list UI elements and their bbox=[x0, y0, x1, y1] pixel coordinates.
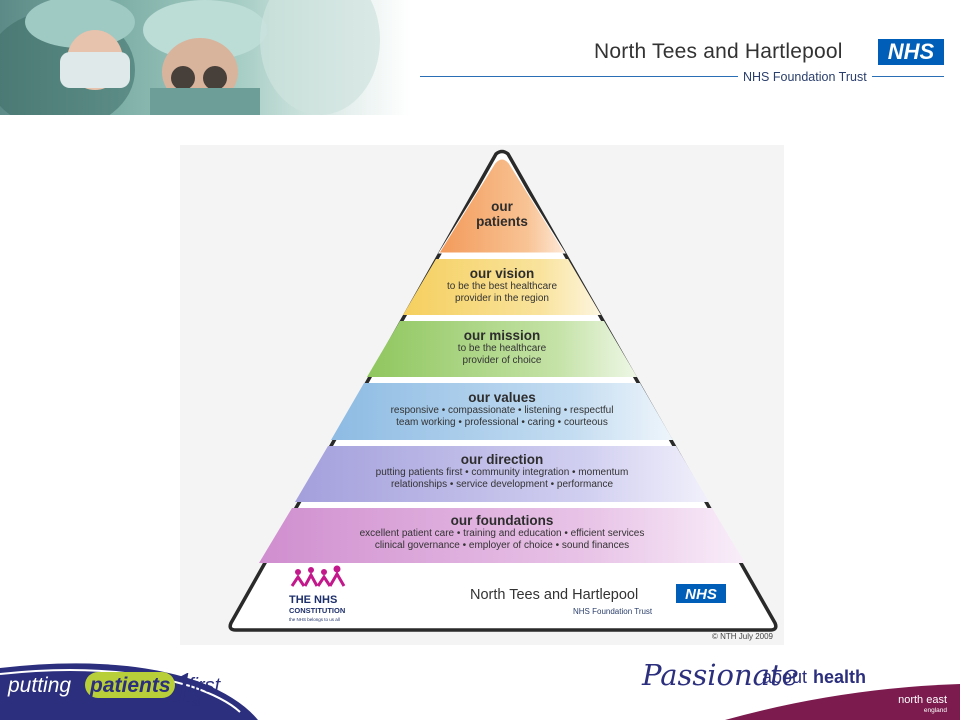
slogan-patients-pill bbox=[85, 672, 175, 698]
trust-name: North Tees and Hartlepool bbox=[594, 40, 843, 63]
slogan-putting: putting bbox=[7, 674, 71, 697]
tier-direction-title: our direction bbox=[460, 452, 544, 467]
tier-patients: our patients bbox=[452, 199, 552, 229]
tier-vision-shape bbox=[403, 259, 601, 315]
tier-mission-title: our mission bbox=[463, 328, 541, 343]
passionate-about: about bbox=[762, 667, 807, 687]
surgeons-photo bbox=[0, 0, 410, 115]
header-divider bbox=[420, 76, 944, 77]
pyramid-diagram: THE NHS CONSTITUTION the NHS belongs to … bbox=[180, 145, 784, 645]
base-nhs-logo-box bbox=[676, 584, 726, 603]
tier-mission-line2: provider of choice bbox=[462, 355, 542, 366]
tier-values-line1: responsive • compassionate • listening •… bbox=[390, 405, 614, 416]
tier-vision-line2: provider in the region bbox=[455, 293, 549, 304]
copyright-note: © NTH July 2009 bbox=[712, 632, 774, 641]
tier-direction-shape bbox=[295, 446, 709, 502]
passionate-script: Passionate bbox=[641, 658, 799, 692]
header-banner: North Tees and Hartlepool NHS NHS Founda… bbox=[0, 0, 960, 115]
tier-patients-shape bbox=[438, 158, 566, 254]
tier-patients-title-line2: patients bbox=[476, 214, 528, 229]
slogan-st: st bbox=[192, 697, 202, 709]
base-trust-name: North Tees and Hartlepool bbox=[470, 587, 638, 603]
tier-direction: our direction putting patients first • c… bbox=[297, 452, 707, 491]
trust-subtitle: NHS Foundation Trust bbox=[738, 70, 872, 84]
tier-mission-shape bbox=[367, 321, 637, 377]
tier-foundations-line2: clinical governance • employer of choice… bbox=[374, 540, 630, 551]
tier-direction-line1: putting patients first • community integ… bbox=[375, 467, 629, 478]
tier-values-line2: team working • professional • caring • c… bbox=[396, 417, 608, 428]
region-north-east: north east bbox=[898, 694, 947, 706]
tier-foundations-line1: excellent patient care • training and ed… bbox=[359, 528, 645, 539]
constitution-tagline: the NHS belongs to us all bbox=[289, 617, 340, 622]
tier-mission: our mission to be the healthcare provide… bbox=[367, 328, 637, 367]
region-swoosh bbox=[725, 684, 960, 720]
slogan-number-one: 1 bbox=[172, 663, 194, 712]
tier-values-title: our values bbox=[468, 390, 536, 405]
tier-direction-line2: relationships • service development • pe… bbox=[390, 479, 614, 490]
tier-foundations-title: our foundations bbox=[450, 513, 554, 528]
nhs-logo: NHS bbox=[878, 39, 944, 65]
slogan-first: first bbox=[188, 675, 222, 697]
tier-patients-title-line1: our bbox=[491, 199, 513, 214]
tier-foundations-shape bbox=[259, 508, 745, 563]
tier-vision: our vision to be the best healthcare pro… bbox=[402, 266, 602, 305]
tier-values-shape bbox=[331, 383, 673, 440]
putting-patients-first-logo: putting patients 1 first st bbox=[0, 660, 260, 720]
pyramid-panel: THE NHS CONSTITUTION the NHS belongs to … bbox=[180, 145, 784, 645]
tier-vision-title: our vision bbox=[469, 266, 535, 281]
constitution-subtitle: CONSTITUTION bbox=[289, 606, 345, 615]
base-trust-subtitle: NHS Foundation Trust bbox=[573, 607, 653, 616]
tier-values: our values responsive • compassionate • … bbox=[332, 390, 672, 429]
constitution-title: THE NHS bbox=[289, 594, 337, 606]
passionate-health: health bbox=[813, 667, 866, 687]
tier-vision-line1: to be the best healthcare bbox=[446, 281, 558, 292]
tier-foundations: our foundations excellent patient care •… bbox=[282, 513, 722, 552]
base-nhs-logo: NHS bbox=[685, 586, 717, 603]
region-england: england bbox=[924, 707, 948, 714]
tier-mission-line1: to be the healthcare bbox=[457, 343, 547, 354]
nhs-constitution-figures-icon bbox=[290, 565, 346, 587]
passionate-about-health-logo: Passionate about health north east engla… bbox=[640, 650, 960, 720]
slogan-patients: patients bbox=[89, 674, 171, 697]
